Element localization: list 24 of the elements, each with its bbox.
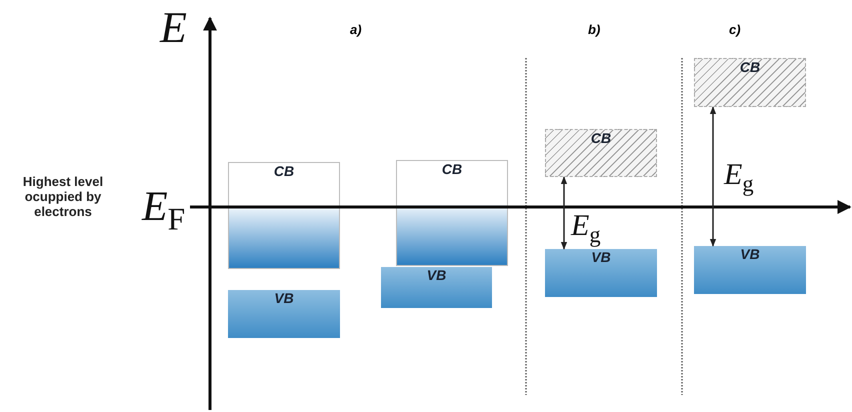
band-label: CB [274, 163, 294, 179]
conduction-band-box [396, 160, 508, 266]
valence-band-box [381, 267, 492, 308]
band-label: VB [740, 246, 760, 262]
fermi-level-label: E$_{F}$ [142, 186, 186, 235]
band-label: CB [740, 59, 760, 75]
panel-label: a) [350, 22, 362, 37]
valence-band-box [694, 246, 806, 294]
panel-label: c) [729, 22, 741, 37]
conduction-band-box [228, 162, 340, 269]
band-label: VB [591, 249, 611, 265]
band-label: VB [274, 290, 294, 306]
panel-label: b) [588, 22, 600, 37]
valence-band-box [545, 249, 657, 297]
axis-label: E [160, 6, 187, 50]
band-label: CB [442, 161, 462, 177]
valence-band-box [228, 290, 340, 338]
annotation-text: Highest level ocuppied by electrons [22, 175, 104, 220]
conduction-band-box [694, 58, 806, 107]
double-arrow [560, 176, 568, 250]
double-arrow [710, 106, 716, 247]
conduction-band-box [545, 129, 657, 177]
band-label: VB [426, 267, 446, 283]
band-label: CB [590, 130, 612, 146]
